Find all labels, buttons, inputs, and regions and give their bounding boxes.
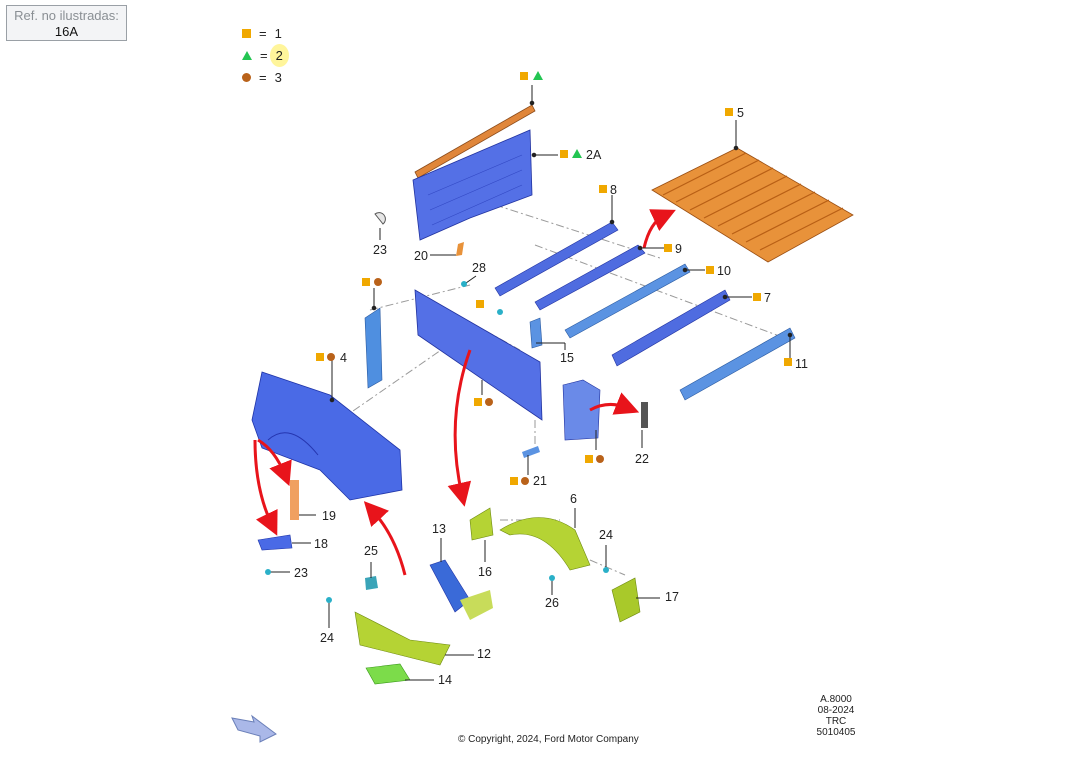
part-side-inner-panel <box>414 289 543 421</box>
callout-22: 22 <box>635 452 649 466</box>
legend-value: 3 <box>274 69 282 85</box>
callout-20: 20 <box>414 249 428 263</box>
floor-ribs <box>662 152 844 251</box>
legend-row-circle: = 3 <box>242 66 289 88</box>
callout-4: 4 <box>340 351 347 365</box>
callout-26: 26 <box>545 596 559 610</box>
callout-17: 17 <box>665 590 679 604</box>
part-liner-17 <box>611 577 641 623</box>
legend-value: 1 <box>274 25 282 41</box>
callout-18: 18 <box>314 537 328 551</box>
part-clip-20 <box>456 242 464 256</box>
part-seal-23 <box>374 212 386 225</box>
part-front-panel <box>412 129 533 241</box>
callout-6: 6 <box>570 492 577 506</box>
part-bracket-19 <box>290 480 299 520</box>
part-liner-16 <box>469 507 494 541</box>
part-bracket-18 <box>257 534 293 551</box>
callout-9: 9 <box>675 242 682 256</box>
callout-13: 13 <box>432 522 446 536</box>
callout-25: 25 <box>364 544 378 558</box>
part-liner-12 <box>354 611 451 666</box>
part-wheelhouse-6 <box>499 517 591 571</box>
meta-code: A.8000 <box>820 694 852 705</box>
legend-eq: = <box>259 25 267 41</box>
legend: = 1 = 2 = 3 <box>242 22 289 88</box>
part-crossmember-11 <box>679 327 796 401</box>
assembly-arrows <box>253 209 676 576</box>
legend-row-triangle: = 2 <box>242 43 289 67</box>
meta-date: 08-2024 <box>817 705 855 716</box>
callout-24-right: 24 <box>599 528 613 542</box>
part-crossmember-10 <box>564 263 691 339</box>
callout-11: 11 <box>795 357 808 371</box>
callout-15: 15 <box>560 351 574 365</box>
callout-14: 14 <box>438 673 452 687</box>
part-crossmember-9 <box>534 244 646 311</box>
legend-eq: = <box>259 69 267 85</box>
callout-8: 8 <box>610 183 617 197</box>
square-icon <box>242 28 251 38</box>
meta-number: 5010405 <box>816 727 856 738</box>
copyright: © Copyright, 2024, Ford Motor Company <box>458 734 639 745</box>
triangle-icon <box>242 50 252 60</box>
part-floor <box>651 147 854 263</box>
legend-value-highlighted: 2 <box>269 43 289 67</box>
back-arrow-icon[interactable] <box>230 712 278 746</box>
part-rear-corner <box>562 379 601 441</box>
part-bed-rail-top <box>414 104 536 179</box>
callout-16: 16 <box>478 565 492 579</box>
callout-28: 28 <box>472 261 486 275</box>
part-bracket-15 <box>529 317 543 349</box>
circle-icon <box>242 72 251 82</box>
ref-value: 16A <box>54 24 79 39</box>
callout-21: 21 <box>533 474 547 488</box>
callout-5: 5 <box>737 106 744 120</box>
part-crossmember-8 <box>494 221 619 297</box>
callout-7: 7 <box>764 291 771 305</box>
meta-trc: TRC <box>825 716 847 727</box>
ref-box: Ref. no ilustradas: 16A <box>6 5 127 41</box>
callout-23-bottom: 23 <box>294 566 308 580</box>
diagram-meta: A.8000 08-2024 TRC 5010405 <box>800 694 872 738</box>
ref-label: Ref. no ilustradas: <box>14 8 119 23</box>
part-bracket-21 <box>522 446 540 458</box>
part-light-22 <box>641 402 648 428</box>
legend-row-square: = 1 <box>242 22 289 44</box>
part-pad-14 <box>365 663 411 685</box>
callout-23-top: 23 <box>373 243 387 257</box>
part-fender <box>251 371 403 501</box>
callout-12: 12 <box>477 647 491 661</box>
part-pillar <box>364 307 383 389</box>
callout-2A: 2A <box>586 148 602 162</box>
part-bracket-25 <box>365 576 378 590</box>
callout-10: 10 <box>717 264 731 278</box>
part-crossmember-7 <box>611 289 731 367</box>
callout-24-left: 24 <box>320 631 334 645</box>
callout-19: 19 <box>322 509 336 523</box>
legend-eq: = <box>260 47 268 63</box>
